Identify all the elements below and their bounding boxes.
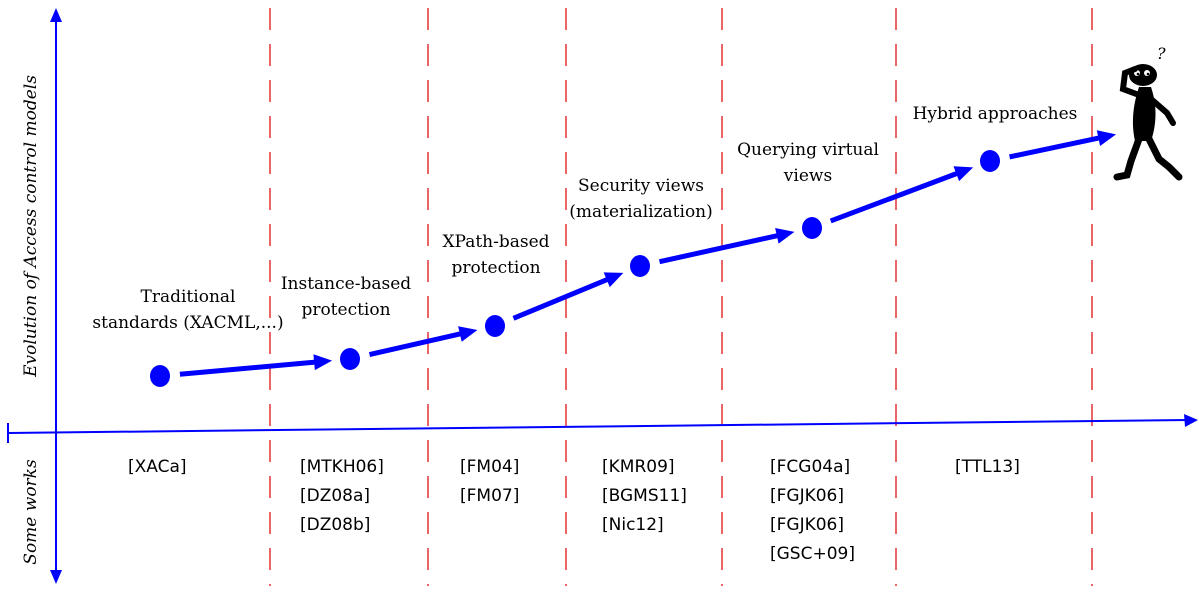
work-citation: [GSC+09] xyxy=(770,544,855,564)
stage-label-line: (materialization) xyxy=(569,202,713,222)
stage-label-line: Querying virtual xyxy=(737,140,879,160)
stage-dot xyxy=(150,365,170,387)
stage-label-line: Instance-based xyxy=(281,274,411,294)
stage-label-line: Hybrid approaches xyxy=(913,104,1078,124)
work-citation: [FM07] xyxy=(460,486,519,506)
evolution-arrow-head xyxy=(775,227,795,244)
work-citation: [FM04] xyxy=(460,457,519,477)
horizontal-axis-right-arrow xyxy=(1184,414,1198,427)
evolution-arrow xyxy=(1009,134,1107,160)
work-citation: [BGMS11] xyxy=(602,486,687,506)
stage-dividers xyxy=(269,8,1093,586)
work-citation: [XACa] xyxy=(128,457,187,477)
thinking-person-icon: ? xyxy=(1113,44,1183,181)
work-citation: [DZ08b] xyxy=(300,515,370,535)
work-citation: [FCG04a] xyxy=(770,457,850,477)
evolution-arrow-head xyxy=(1096,130,1117,146)
stage-dots xyxy=(150,150,1000,387)
stage-dot xyxy=(630,255,650,277)
stage-dot xyxy=(485,315,505,337)
stage-labels: Traditional standards (XACML,...) Instance… xyxy=(92,104,1077,333)
stage-label-line: protection xyxy=(451,258,540,278)
evolution-arrows xyxy=(179,130,1117,377)
stage-label-line: Traditional xyxy=(141,287,236,307)
vertical-axis-up-arrow xyxy=(50,8,62,22)
evolution-arrow xyxy=(658,231,786,265)
stage-label-line: views xyxy=(783,166,832,186)
stage-dot xyxy=(980,150,1000,172)
evolution-arrow xyxy=(179,359,323,377)
evolution-arrow-head xyxy=(313,354,333,371)
evolution-arrow-head xyxy=(458,326,478,342)
horizontal-axis xyxy=(7,419,1189,434)
stage-label-line: protection xyxy=(301,300,390,320)
work-citation: [KMR09] xyxy=(602,457,675,477)
y-axis-label-evolution: Evolution of Access control models xyxy=(21,75,41,378)
evolution-arrow-head xyxy=(603,272,624,288)
work-citation: [MTKH06] xyxy=(300,457,384,477)
y-axis-label-works: Some works xyxy=(21,459,41,565)
work-citation: [FGJK06] xyxy=(770,515,844,535)
evolution-arrow xyxy=(829,168,965,224)
work-citation: [Nic12] xyxy=(602,515,664,535)
stage-label-line: standards (XACML,...) xyxy=(92,313,283,333)
stage-works: [XACa] [MTKH06] [DZ08a] [DZ08b] [FM04] [FM07]… xyxy=(128,457,1020,564)
svg-text:?: ? xyxy=(1157,44,1166,63)
vertical-axis-down-arrow xyxy=(50,570,62,584)
stage-dot xyxy=(340,348,360,370)
stage-label-line: XPath-based xyxy=(442,232,549,252)
evolution-arrow xyxy=(512,274,616,321)
stage-dot xyxy=(802,217,822,239)
work-citation: [TTL13] xyxy=(955,457,1020,477)
evolution-arrow xyxy=(368,329,469,357)
work-citation: [DZ08a] xyxy=(300,486,370,506)
evolution-arrow-head xyxy=(953,166,974,182)
stage-label-line: Security views xyxy=(578,176,704,196)
work-citation: [FGJK06] xyxy=(770,486,844,506)
